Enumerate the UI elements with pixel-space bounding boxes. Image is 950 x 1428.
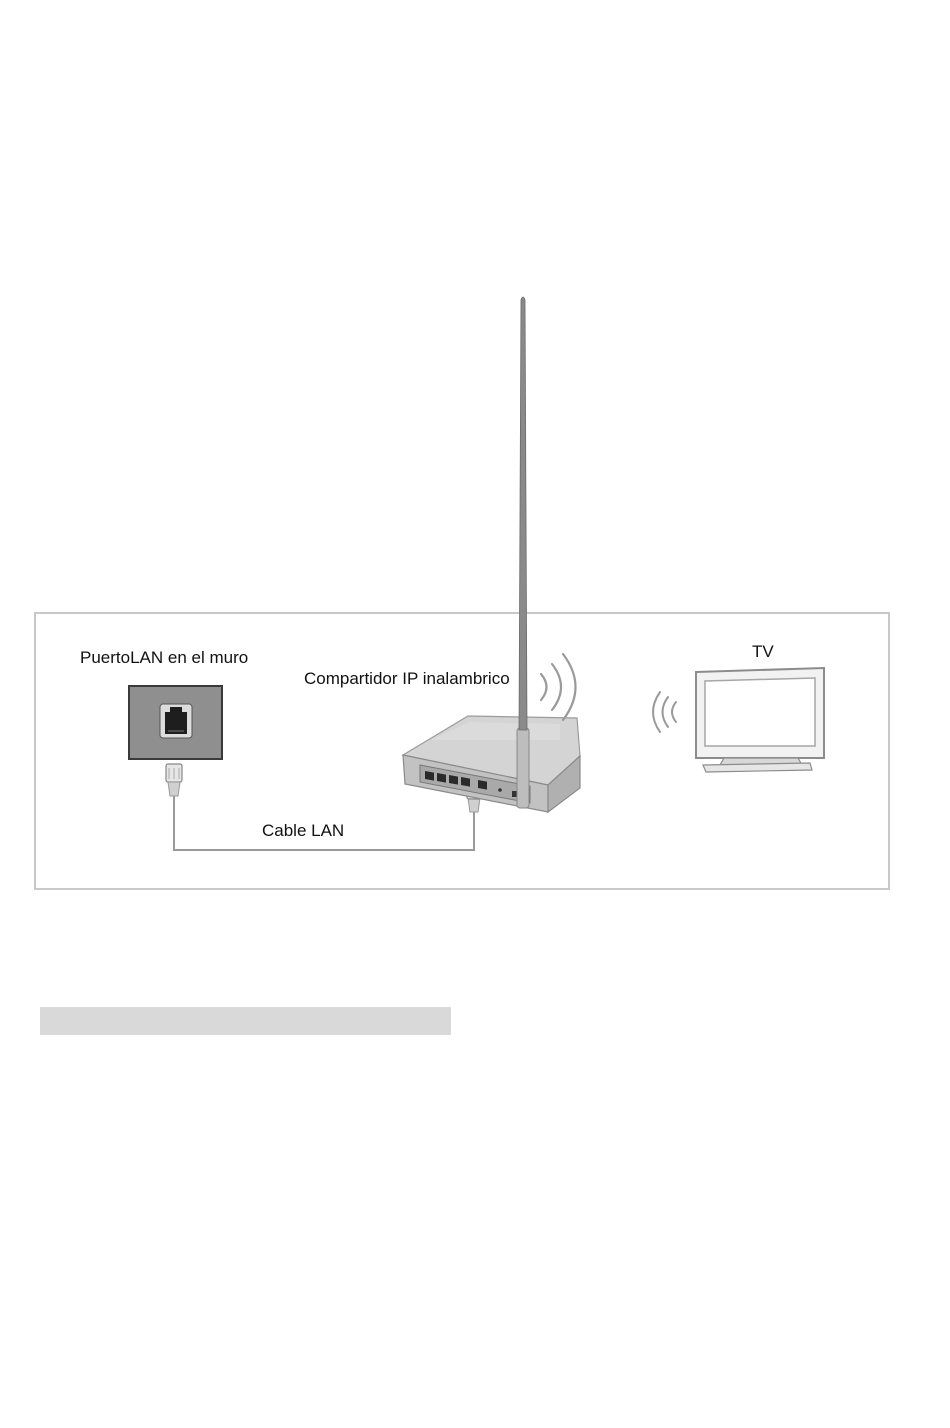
cable-label: Cable LAN [262, 821, 344, 841]
wall-port-label: PuertoLAN en el muro [80, 648, 248, 668]
section-heading-bar [40, 1007, 451, 1035]
tv-label: TV [752, 642, 774, 662]
router-label: Compartidor IP inalambrico [304, 669, 510, 689]
